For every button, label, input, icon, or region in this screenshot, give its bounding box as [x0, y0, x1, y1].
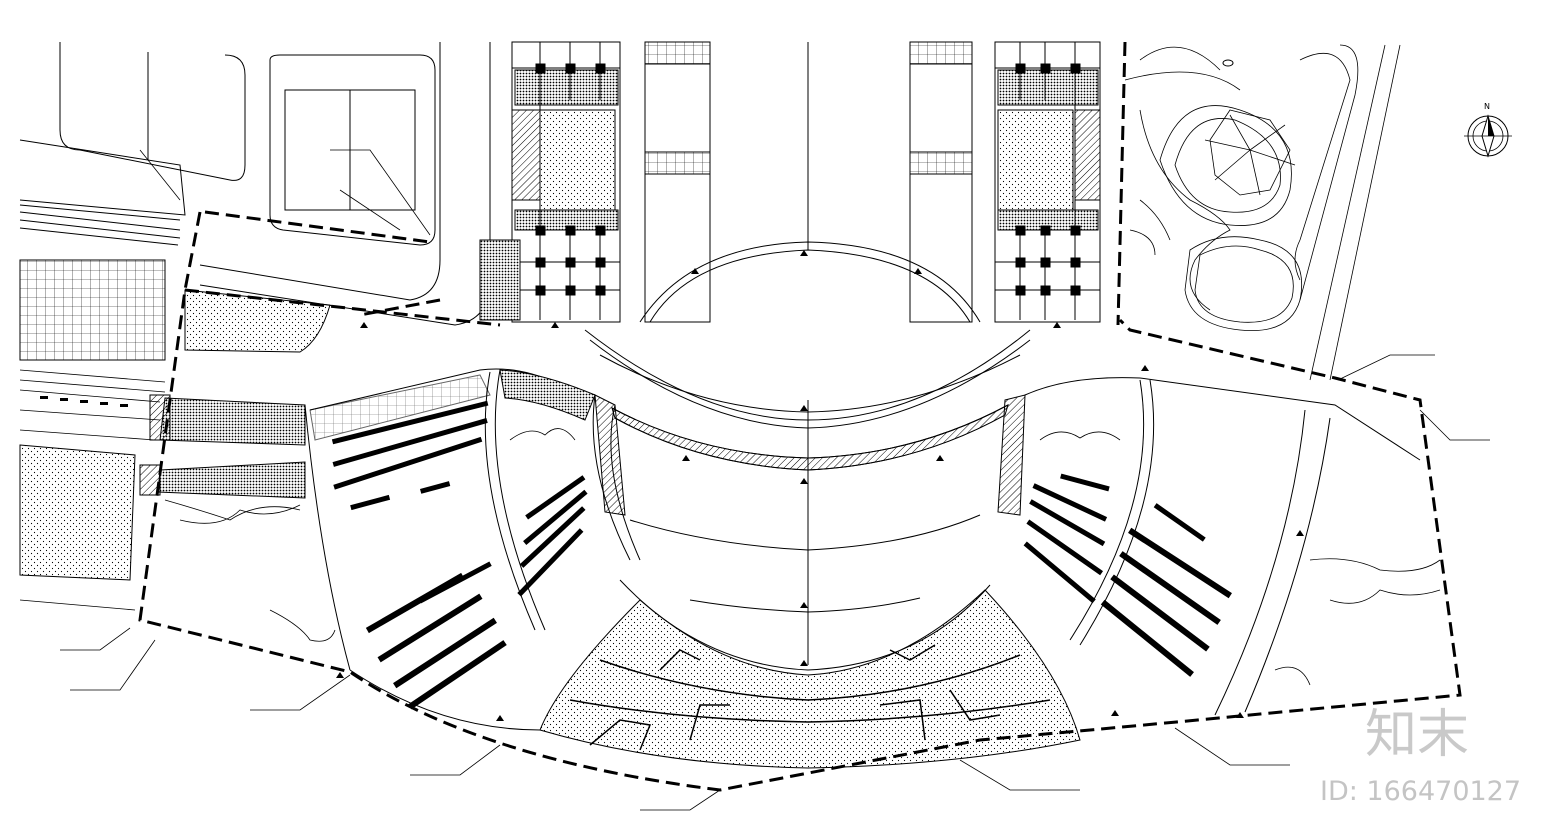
west-planting-bed — [184, 289, 331, 353]
west-building — [479, 41, 711, 323]
north-arrow-letter: N — [1484, 102, 1490, 111]
landscape-edges — [164, 428, 1441, 686]
garden-stone — [1222, 59, 1234, 67]
south-terrace-paving — [539, 589, 1081, 769]
plaza-east-stair — [997, 394, 1026, 516]
north-arrow-icon: N — [1464, 102, 1512, 158]
west-steps-north — [149, 394, 171, 441]
plaza-west-stair — [594, 394, 626, 516]
west-seating-rows — [331, 400, 588, 710]
east-seating-rows — [1023, 473, 1232, 677]
east-building — [909, 41, 1101, 323]
watermark-brand: 知末 — [1365, 705, 1469, 765]
west-paved-walkway-south — [157, 461, 306, 499]
leader-lines — [60, 149, 1490, 811]
west-grid-parking — [19, 259, 166, 361]
west-stepping-stones — [40, 396, 128, 407]
plaza-paving-band — [611, 403, 1009, 471]
east-garden — [1124, 44, 1401, 381]
west-steps-south — [139, 464, 161, 496]
west-landscape-wedge — [304, 368, 596, 731]
plaza-west-stair-edge — [592, 394, 631, 561]
watermark-id: ID: 166470127 — [1320, 776, 1522, 807]
section-markers — [336, 250, 1304, 721]
east-landscape-wedge — [1024, 377, 1421, 716]
west-paved-walkway-north — [159, 397, 306, 446]
south-terrace-bands — [569, 644, 1051, 751]
west-lawn-lines — [19, 369, 166, 611]
west-entry-paving — [499, 369, 596, 421]
southwest-planting-bed — [19, 444, 136, 581]
